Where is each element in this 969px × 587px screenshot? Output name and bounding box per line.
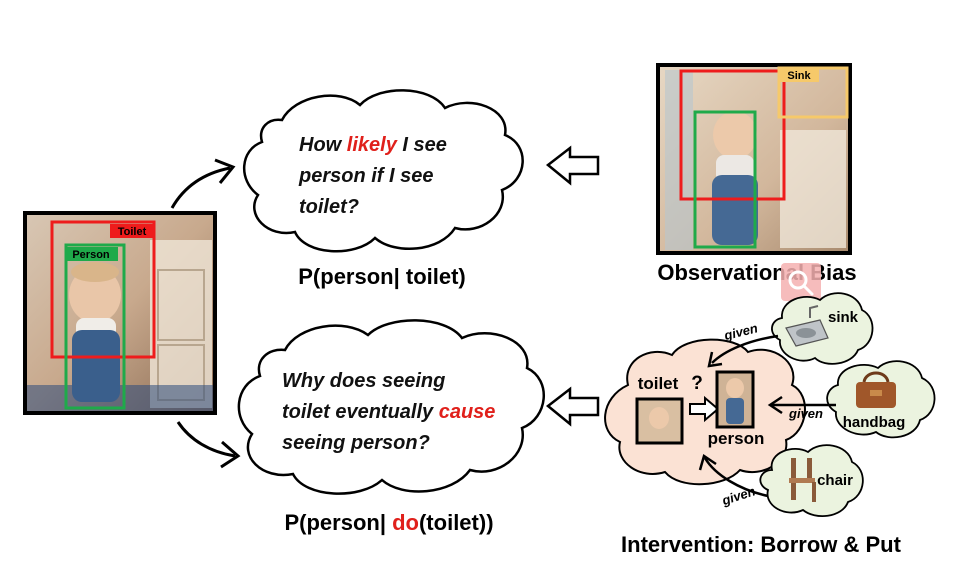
- top-cloud-line1-post: I see: [397, 134, 447, 156]
- person-box-label: Person: [72, 249, 110, 261]
- sink-icon: [785, 305, 829, 347]
- arrow-to-top-cloud: [170, 166, 231, 209]
- bottom-formula-post: (toilet)): [419, 510, 494, 535]
- bottom-cloud: Why does seeing toilet eventually cause …: [237, 319, 545, 495]
- left-photo: Toilet Person: [23, 211, 217, 415]
- hollow-arrow-small: [689, 395, 720, 423]
- intervention-title: Intervention: Borrow & Put: [621, 532, 902, 557]
- hollow-arrow-top: [545, 145, 600, 186]
- arrow-sink-to-cloud: [711, 334, 779, 364]
- sink-box-label: Sink: [787, 70, 811, 82]
- handbag-cloud: handbag: [826, 360, 936, 439]
- bottom-formula: P(person| do(toilet)): [284, 510, 493, 535]
- top-cloud-line1-pre: How: [299, 134, 347, 156]
- toilet-box-label: Toilet: [118, 226, 147, 238]
- hollow-arrow-bottom: [545, 386, 600, 427]
- bottom-cloud-line2-red: cause: [439, 401, 496, 423]
- intervention-person-label: person: [708, 429, 765, 448]
- intervention-toilet-label: toilet: [638, 374, 679, 393]
- top-cloud: How likely I see person if I see toilet?: [242, 89, 524, 253]
- intervention-cloud: toilet ? person: [604, 338, 806, 486]
- handbag-edge-label: given: [788, 406, 823, 421]
- svg-text:How likely I see: How likely I see: [299, 134, 447, 156]
- observational-bias-label: Observational Bias: [657, 260, 856, 285]
- bottom-formula-pre: P(person|: [284, 510, 392, 535]
- sink-cloud: sink: [771, 292, 874, 365]
- bottom-cloud-line3: seeing person?: [282, 432, 430, 454]
- bottom-cloud-line2-pre: toilet eventually: [282, 401, 439, 423]
- chair-object-label: chair: [817, 472, 853, 489]
- chair-cloud: chair: [759, 444, 864, 517]
- search-icon[interactable]: [781, 263, 821, 301]
- chair-edge-label: given: [719, 483, 757, 508]
- sink-object-label: sink: [828, 309, 859, 326]
- svg-text:toilet eventually cause: toilet eventually cause: [282, 401, 495, 423]
- intervention-question-mark: ?: [691, 373, 703, 394]
- right-photo: Sink: [656, 63, 852, 255]
- bottom-formula-red: do: [392, 510, 419, 535]
- chair-icon: [789, 458, 816, 502]
- handbag-object-label: handbag: [843, 414, 906, 431]
- top-cloud-line3: toilet?: [299, 196, 359, 218]
- arrow-to-bottom-cloud: [176, 421, 236, 458]
- arrow-chair-to-cloud: [703, 457, 769, 498]
- bottom-cloud-line1: Why does seeing: [282, 370, 445, 392]
- handbag-icon: [856, 371, 896, 408]
- top-cloud-line2: person if I see: [298, 165, 434, 187]
- sink-edge-label: given: [722, 320, 760, 343]
- top-cloud-line1-red: likely: [347, 134, 398, 156]
- top-formula: P(person| toilet): [298, 264, 466, 289]
